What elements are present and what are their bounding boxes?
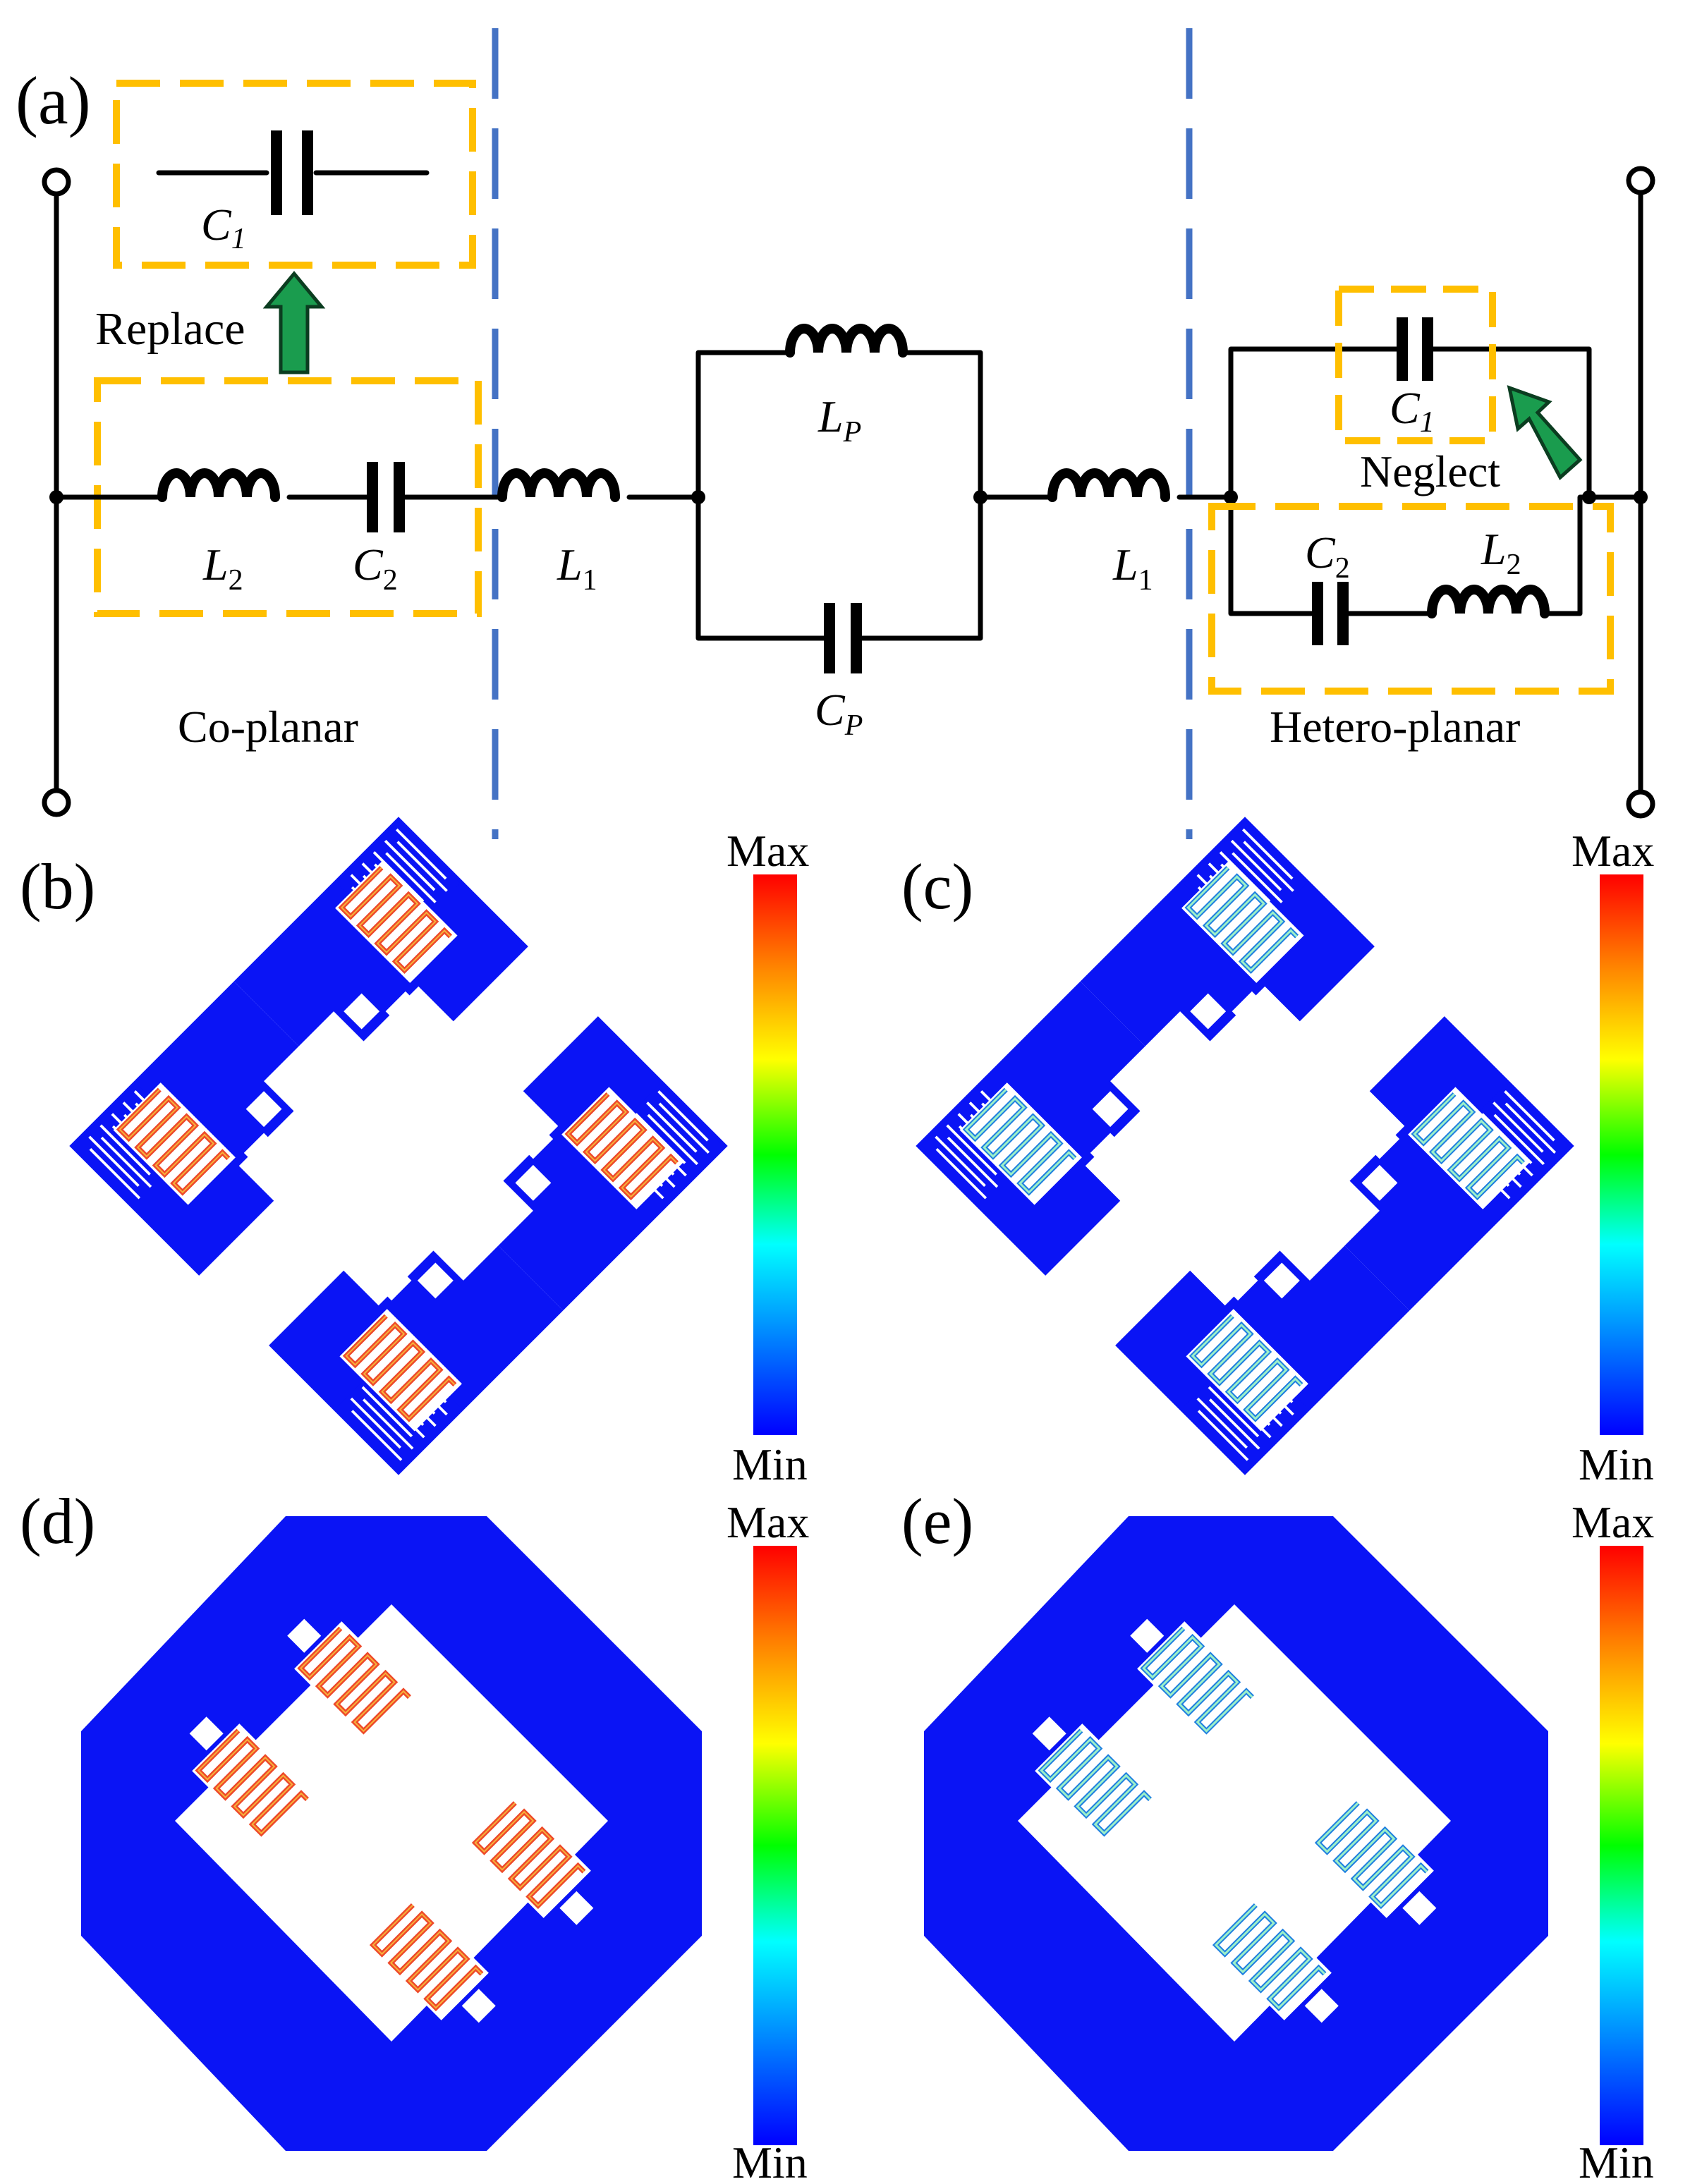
hetero-bottom-branch-right xyxy=(1542,494,1592,616)
colorbar-c xyxy=(1600,874,1643,1435)
left-terminal-top xyxy=(42,167,71,197)
colorbar-c-max: Max xyxy=(1572,826,1654,876)
coplanar-label: Co-planar xyxy=(178,702,358,752)
label-c1-right: C1 xyxy=(1390,383,1435,439)
label-c2-right: C2 xyxy=(1305,527,1350,585)
hetero-top-branch-right xyxy=(1430,346,1592,500)
label-l1-right: L1 xyxy=(1112,539,1153,597)
heteroplanar-weak-current-map xyxy=(924,1516,1548,2151)
label-l2-left: L2 xyxy=(202,539,243,597)
neglect-arrow-icon xyxy=(1507,385,1583,480)
coplanar-weak-current-map xyxy=(916,817,1574,1475)
colorbar-d-max: Max xyxy=(727,1497,809,1547)
label-lp: LP xyxy=(817,391,861,449)
inductor-l1-right xyxy=(1047,468,1170,502)
tank-bottom-branch-right xyxy=(859,494,983,641)
inductor-l1-left xyxy=(497,468,620,502)
panel-label-c: (c) xyxy=(901,850,973,922)
heteroplanar-strong-current-map xyxy=(81,1516,702,2151)
colorbar-d xyxy=(753,1546,797,2145)
panel-label-b: (b) xyxy=(20,850,95,922)
label-c2-left: C2 xyxy=(353,539,398,597)
colorbar-e-min: Min xyxy=(1579,2137,1654,2184)
inductor-l2-left xyxy=(157,468,280,502)
tank-bottom-branch xyxy=(695,494,827,641)
colorbar-e xyxy=(1600,1546,1643,2145)
heteroplanar-label: Hetero-planar xyxy=(1270,702,1520,752)
panel-label-a: (a) xyxy=(16,63,91,138)
neglect-box xyxy=(1335,286,1496,444)
colorbar-e-max: Max xyxy=(1572,1497,1654,1547)
left-terminal-bottom xyxy=(42,788,71,817)
hetero-bottom-branch-left xyxy=(1228,494,1315,616)
colorbar-b xyxy=(753,874,797,1435)
inductor-l2-right xyxy=(1427,585,1550,618)
heteroplanar-box xyxy=(1208,503,1614,695)
right-terminal-top xyxy=(1626,166,1655,195)
replacement-box xyxy=(113,80,476,269)
panel-label-e: (e) xyxy=(901,1485,973,1557)
inductor-lp xyxy=(785,324,908,358)
right-terminal-bottom xyxy=(1626,789,1655,819)
tank-top-branch-right xyxy=(900,350,983,500)
tank-top-branch xyxy=(695,350,793,500)
label-l2-right: L2 xyxy=(1481,524,1521,581)
colorbar-d-min: Min xyxy=(732,2137,808,2184)
replace-label: Replace xyxy=(95,303,245,355)
panel-label-d: (d) xyxy=(20,1485,95,1557)
coplanar-strong-current-map xyxy=(69,817,728,1475)
label-cp: CP xyxy=(815,685,863,742)
colorbar-c-min: Min xyxy=(1579,1439,1654,1489)
label-l1-left: L1 xyxy=(557,539,597,597)
colorbar-b-min: Min xyxy=(732,1439,808,1489)
colorbar-b-max: Max xyxy=(727,826,809,876)
neglect-label: Neglect xyxy=(1360,446,1500,496)
replace-arrow-icon xyxy=(262,271,326,374)
label-c1-top: C1 xyxy=(201,200,246,255)
